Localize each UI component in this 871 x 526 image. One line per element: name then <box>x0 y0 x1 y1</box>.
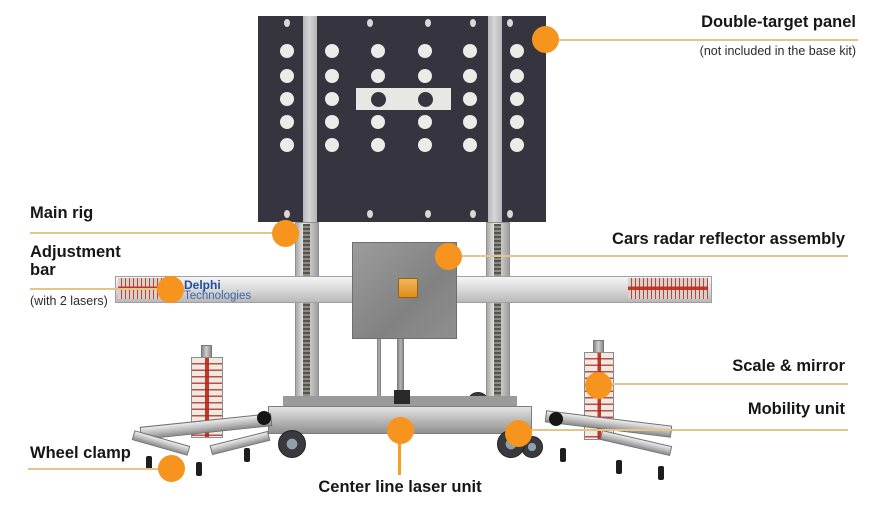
right-clamp-foot <box>560 448 566 462</box>
panel-mount-tab <box>425 210 431 218</box>
right-threaded-rod <box>494 224 501 400</box>
label-wheel-clamp: Wheel clamp <box>30 444 131 462</box>
panel-mount-tab <box>507 210 513 218</box>
target-dot <box>510 92 524 106</box>
marker-radar <box>435 243 462 270</box>
label-double-target-panel: Double-target panel <box>701 13 856 31</box>
target-dot <box>510 138 524 152</box>
left-clamp-knob <box>257 411 271 425</box>
target-dot <box>510 115 524 129</box>
target-dot <box>418 69 432 83</box>
target-dot <box>280 115 294 129</box>
target-panel <box>258 16 546 222</box>
target-dot <box>325 92 339 106</box>
target-dot <box>510 69 524 83</box>
panel-mount-tab <box>284 19 290 27</box>
target-dot <box>463 115 477 129</box>
center-adjust-rod <box>397 337 404 410</box>
target-dot <box>463 44 477 58</box>
label-radar-reflector: Cars radar reflector assembly <box>612 230 845 248</box>
label-scale-mirror: Scale & mirror <box>732 357 845 375</box>
callout-line-scale-mirror <box>610 383 848 385</box>
panel-mount-tab <box>284 210 290 218</box>
marker-center-laser <box>387 417 414 444</box>
target-dot <box>463 138 477 152</box>
target-dot <box>325 115 339 129</box>
brand-line1: Delphi <box>184 278 221 292</box>
left-clamp-foot <box>196 462 202 476</box>
callout-line-wheel-clamp <box>28 468 159 470</box>
callout-line-radar <box>460 255 848 257</box>
panel-mount-tab <box>367 19 373 27</box>
target-dot <box>325 69 339 83</box>
panel-upright-stripe <box>488 16 502 222</box>
sublabel-double-target-panel: (not included in the base kit) <box>699 44 856 58</box>
caster-wheel-front-left <box>278 430 306 458</box>
callout-line-adjustment-bar <box>30 288 158 290</box>
panel-mount-tab <box>507 19 513 27</box>
panel-mount-tab <box>470 19 476 27</box>
target-dot <box>418 138 432 152</box>
sublabel-adjustment-bar: (with 2 lasers) <box>30 294 108 308</box>
reflector-support-rod <box>377 337 381 407</box>
target-hole <box>371 92 386 107</box>
marker-mobility <box>505 420 532 447</box>
marker-double-target <box>532 26 559 53</box>
label-center-laser: Center line laser unit <box>318 478 482 496</box>
left-threaded-rod <box>303 224 310 400</box>
target-dot <box>463 92 477 106</box>
target-dot <box>280 92 294 106</box>
right-laser-ruler <box>628 278 708 299</box>
callout-line-center-laser <box>398 441 401 475</box>
right-clamp-foot <box>616 460 622 474</box>
right-clamp-knob <box>549 412 563 426</box>
marker-wheel-clamp <box>158 455 185 482</box>
target-dot <box>280 44 294 58</box>
target-dot <box>325 44 339 58</box>
target-dot <box>510 44 524 58</box>
panel-mount-tab <box>470 210 476 218</box>
marker-main-rig <box>272 220 299 247</box>
label-main-rig: Main rig <box>30 204 94 222</box>
target-dot <box>280 138 294 152</box>
target-hole <box>418 92 433 107</box>
label-mobility-unit: Mobility unit <box>747 400 845 418</box>
target-dot <box>371 115 385 129</box>
target-dot <box>463 69 477 83</box>
panel-upright-stripe <box>303 16 317 222</box>
target-dot <box>325 138 339 152</box>
callout-line-double-target <box>557 39 858 41</box>
panel-mount-tab <box>367 210 373 218</box>
marker-scale-mirror <box>585 372 612 399</box>
brand-line2: Technologies <box>184 290 252 302</box>
target-dot <box>371 69 385 83</box>
center-laser-bracket <box>394 390 410 404</box>
target-dot <box>418 115 432 129</box>
right-clamp-foot <box>658 466 664 480</box>
target-dot <box>371 138 385 152</box>
target-dot <box>418 44 432 58</box>
panel-mount-tab <box>425 19 431 27</box>
target-dot <box>280 69 294 83</box>
label-adjustment-bar: Adjustment bar <box>30 243 121 280</box>
left-clamp-foot <box>146 456 152 470</box>
left-clamp-foot <box>244 448 250 462</box>
brand-logo: Delphi Technologies <box>184 279 251 303</box>
callout-line-main-rig <box>30 232 273 234</box>
reflector-laser-device <box>398 278 418 298</box>
target-dot <box>371 44 385 58</box>
marker-adjustment-bar <box>157 276 184 303</box>
callout-line-mobility <box>530 429 848 431</box>
